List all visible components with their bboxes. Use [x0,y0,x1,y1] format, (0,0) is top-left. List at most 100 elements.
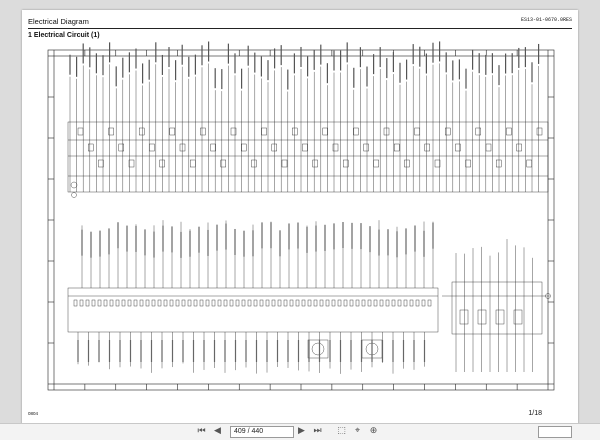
wire-label [276,340,279,362]
relay-symbol [353,127,359,136]
connector-pin [385,299,390,307]
wire-label [306,226,308,253]
previous-page-icon[interactable]: ◀ [214,426,221,436]
wire-label [260,56,262,77]
wire-label [333,50,335,71]
connector-pin [157,299,162,307]
wire-label [128,52,130,73]
wire-label [288,223,290,250]
header-code: ES13-01-0670.0RES [520,17,572,23]
connector-pin [367,299,372,307]
relay-symbol [200,127,206,136]
wire-label [320,44,322,65]
wire-label [254,52,256,73]
connector-pin [247,299,252,307]
wire-label [280,45,282,66]
wire-label [339,340,342,362]
wire-label [155,42,157,63]
connector-pin [253,299,258,307]
connector-pin [139,299,144,307]
connector-pin [349,299,354,307]
connector-pin [355,299,360,307]
connector-pin [313,299,318,307]
wire-label [135,225,137,252]
relay-symbol [210,143,216,152]
schematic-wires [67,63,550,374]
wire-label [98,340,100,362]
relay-symbol [220,159,227,168]
relay-symbol [281,159,288,168]
connector-pin [193,299,198,307]
terminal-symbol [545,293,551,299]
relay-symbol [434,159,441,168]
connector-pin [265,299,270,307]
wire-label [399,62,401,83]
wire-label [326,63,328,84]
right-module-block [451,281,543,335]
connector-pin [151,299,156,307]
page-number-input[interactable]: 409 / 440 [230,426,294,438]
wire-label [76,56,78,77]
wire-label [287,69,289,90]
relay-symbol [506,127,512,136]
relay-symbol [394,143,400,152]
connector-pin [181,299,186,307]
wire-label [414,225,416,252]
wire-label [255,340,258,362]
wire-label [369,226,371,253]
connector-pin [271,299,276,307]
wire-label [518,47,520,68]
wire-label [307,56,309,77]
wire-label [227,43,229,64]
connector-pin [403,299,408,307]
fit-page-icon[interactable]: ⬚ [337,426,346,436]
wire-label [247,45,249,66]
wire-label [144,229,146,256]
wire-label [224,340,226,362]
last-page-icon[interactable]: ⏭ [313,426,322,436]
wire-label [329,340,331,362]
first-page-icon[interactable]: ⏮ [197,426,206,436]
connector-pin [133,299,138,307]
wire-label [182,340,184,362]
wire-label [386,58,388,79]
connector-pin [241,299,246,307]
wire-label [266,340,268,362]
relay-symbol [149,143,155,152]
relay-symbol [404,159,410,168]
relay-symbol [414,127,420,136]
wire-label [439,41,441,62]
relay-symbol [159,159,165,168]
wire-label [318,340,321,362]
connector-pin [283,299,288,307]
relay-symbol [322,127,328,136]
ground-symbol [70,181,78,189]
relay-symbol [128,159,135,168]
wire-label [423,230,425,257]
relay-symbol [138,127,145,136]
next-page-icon[interactable]: ▶ [298,426,305,436]
relay-symbol [271,143,278,152]
relay-symbol [383,127,390,136]
select-icon[interactable]: ⌖ [354,426,361,436]
connector-pin [319,299,324,307]
wire-label [452,60,454,81]
relay-symbol [459,309,469,325]
wire-label [274,48,276,69]
wire-label [350,340,352,362]
relay-symbol [179,143,186,152]
relay-symbol [424,143,430,152]
wire-label [126,225,128,252]
zoom-icon[interactable]: ⊕ [369,426,378,436]
wire-label [168,47,170,68]
connector-pin [379,299,384,307]
wire-label [214,68,216,89]
footer-code: 0804 [28,411,39,416]
connector-pin [91,299,96,307]
zoom-select[interactable] [538,426,572,438]
wire-label [153,231,155,258]
wire-label [432,222,434,249]
wire-label [297,222,299,249]
viewer-toolbar: ⏮ ◀ 409 / 440 ▶ ⏭ ⬚ ⌖ ⊕ [0,423,600,440]
